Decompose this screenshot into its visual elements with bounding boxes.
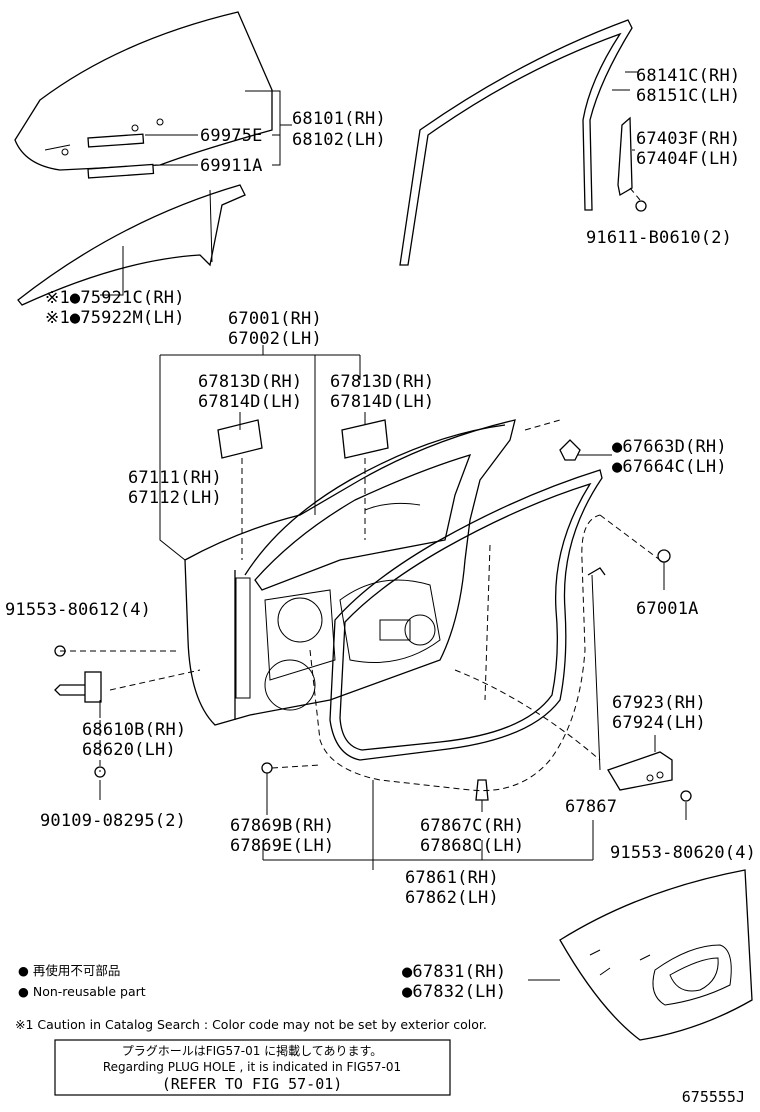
fasteners xyxy=(261,549,671,815)
label-68141C: 68141C(RH) xyxy=(636,66,740,86)
door-panel-drawing xyxy=(184,419,516,726)
label-67862: 67862(LH) xyxy=(405,888,499,908)
label-67868C: 67868C(LH) xyxy=(420,836,524,856)
label-67924: 67924(LH) xyxy=(612,713,706,733)
label-67923: 67923(RH) xyxy=(612,693,706,713)
label-67111: 67111(RH) xyxy=(128,468,222,488)
label-brackets xyxy=(159,345,594,870)
legend-nonreusable-jp: ● 再使用不可部品 xyxy=(18,963,120,978)
label-91611: 91611-B0610(2) xyxy=(586,228,732,248)
frame-weatherstrip-drawing xyxy=(399,19,638,266)
door-trim-drawing xyxy=(528,869,753,1041)
label-90109: 90109-08295(2) xyxy=(40,811,186,831)
label-68102: 68102(LH) xyxy=(292,130,386,150)
label-67813D-a: 67813D(RH) xyxy=(198,372,302,392)
legend-nonreusable-en: ● Non-reusable part xyxy=(18,984,146,999)
clip-67663-drawing xyxy=(559,439,612,461)
refer-box: プラグホールはFIG57-01 に掲載してあります。 Regarding PLU… xyxy=(54,1039,451,1096)
label-67861: 67861(RH) xyxy=(405,868,499,888)
label-67869B: 67869B(RH) xyxy=(230,816,334,836)
label-69911A: 69911A xyxy=(200,156,263,176)
refer-line-jp: プラグホールはFIG57-01 に掲載してあります。 xyxy=(122,1043,383,1058)
label-67867C: 67867C(RH) xyxy=(420,816,524,836)
label-67404F: 67404F(LH) xyxy=(636,149,740,169)
door-check-drawing xyxy=(54,645,201,800)
label-68620: 68620(LH) xyxy=(82,740,176,760)
label-69975E: 69975E xyxy=(200,126,263,146)
label-67813D-b: 67813D(RH) xyxy=(330,372,434,392)
label-67831: ●67831(RH) xyxy=(402,962,506,982)
label-75921C: ※1●75921C(RH) xyxy=(45,288,185,308)
refer-line-fig: (REFER TO FIG 57-01) xyxy=(162,1075,343,1093)
label-67814D-b: 67814D(LH) xyxy=(330,392,434,412)
label-67001: 67001(RH) xyxy=(228,309,322,329)
label-67112: 67112(LH) xyxy=(128,488,222,508)
legend-caution: ※1 Caution in Catalog Search : Color cod… xyxy=(15,1017,487,1032)
refer-line-en: Regarding PLUG HOLE , it is indicated in… xyxy=(103,1060,401,1074)
label-67867: 67867 xyxy=(565,797,617,817)
legend: ● 再使用不可部品 ● Non-reusable part ※1 Caution… xyxy=(15,963,487,1032)
labels: 68141C(RH) 68151C(LH) 68101(RH) 68102(LH… xyxy=(5,66,756,1002)
pad-drawings xyxy=(217,412,389,560)
label-67403F: 67403F(RH) xyxy=(636,129,740,149)
label-67869E: 67869E(LH) xyxy=(230,836,334,856)
label-68151C: 68151C(LH) xyxy=(636,86,740,106)
label-67001A: 67001A xyxy=(636,599,699,619)
moulding-drawing xyxy=(17,184,246,306)
scuff-plate-drawing xyxy=(607,735,692,820)
label-67663D: ●67663D(RH) xyxy=(612,437,727,457)
door-opening-dashed xyxy=(309,419,661,792)
door-glass-drawing xyxy=(14,11,292,179)
label-68610B: 68610B(RH) xyxy=(82,720,186,740)
bracket-67403-drawing xyxy=(617,116,647,212)
label-67002: 67002(LH) xyxy=(228,329,322,349)
door-weatherstrip-drawing xyxy=(329,469,603,761)
figure-id: 675555J xyxy=(682,1088,745,1106)
label-67814D-a: 67814D(LH) xyxy=(198,392,302,412)
label-67832: ●67832(LH) xyxy=(402,982,506,1002)
label-91553-80612: 91553-80612(4) xyxy=(5,600,151,620)
label-75922M: ※1●75922M(LH) xyxy=(45,308,185,328)
label-67664C: ●67664C(LH) xyxy=(612,457,727,477)
label-68101: 68101(RH) xyxy=(292,109,386,129)
label-91553-80620: 91553-80620(4) xyxy=(610,843,756,863)
